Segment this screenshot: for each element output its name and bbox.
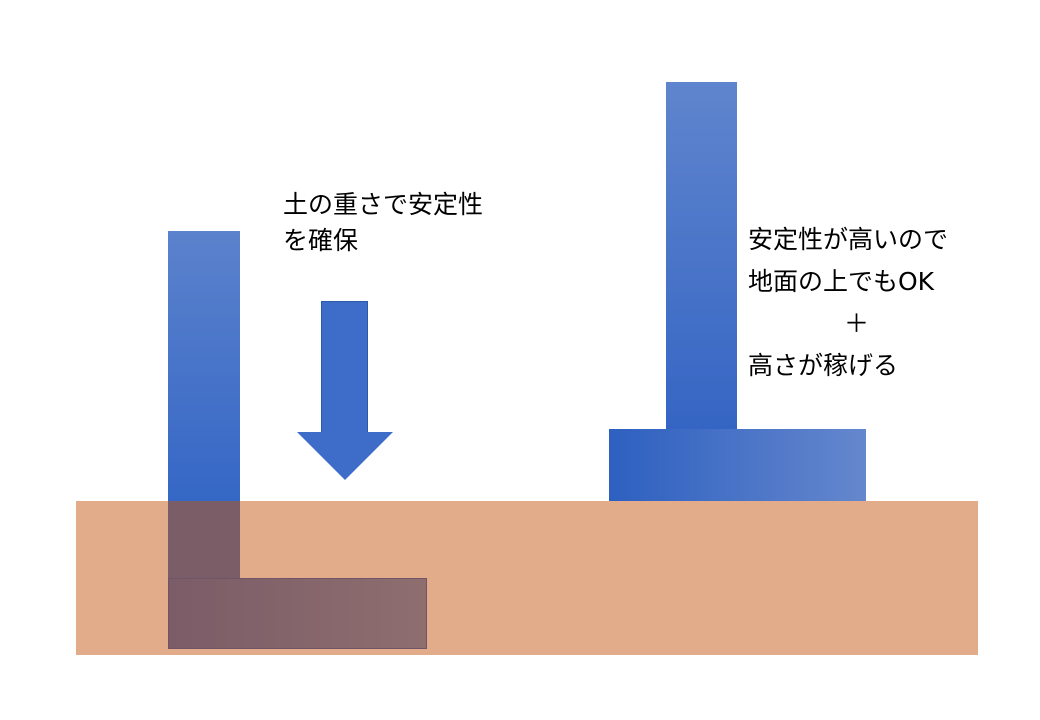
buried-wall-footing <box>168 578 427 649</box>
left-label: 土の重さで安定性 を確保 <box>283 187 483 259</box>
plus-sign: ＋ <box>844 309 870 338</box>
buried-wall-vertical <box>168 231 240 501</box>
standing-wall-vertical <box>666 82 737 429</box>
right-label-line1: 安定性が高いので <box>748 225 949 254</box>
right-label: 安定性が高いので 地面の上でもOK ＋ 高さが稼げる <box>748 219 948 387</box>
standing-wall-base <box>609 429 866 501</box>
left-label-line2: を確保 <box>283 226 359 255</box>
right-label-line2: 地面の上でもOK <box>748 267 935 296</box>
buried-wall-vertical-underground <box>168 501 240 578</box>
down-arrow-shaft <box>321 301 368 433</box>
left-label-line1: 土の重さで安定性 <box>283 190 484 219</box>
right-label-line3: 高さが稼げる <box>748 351 899 380</box>
down-arrow-head-icon <box>297 432 393 480</box>
